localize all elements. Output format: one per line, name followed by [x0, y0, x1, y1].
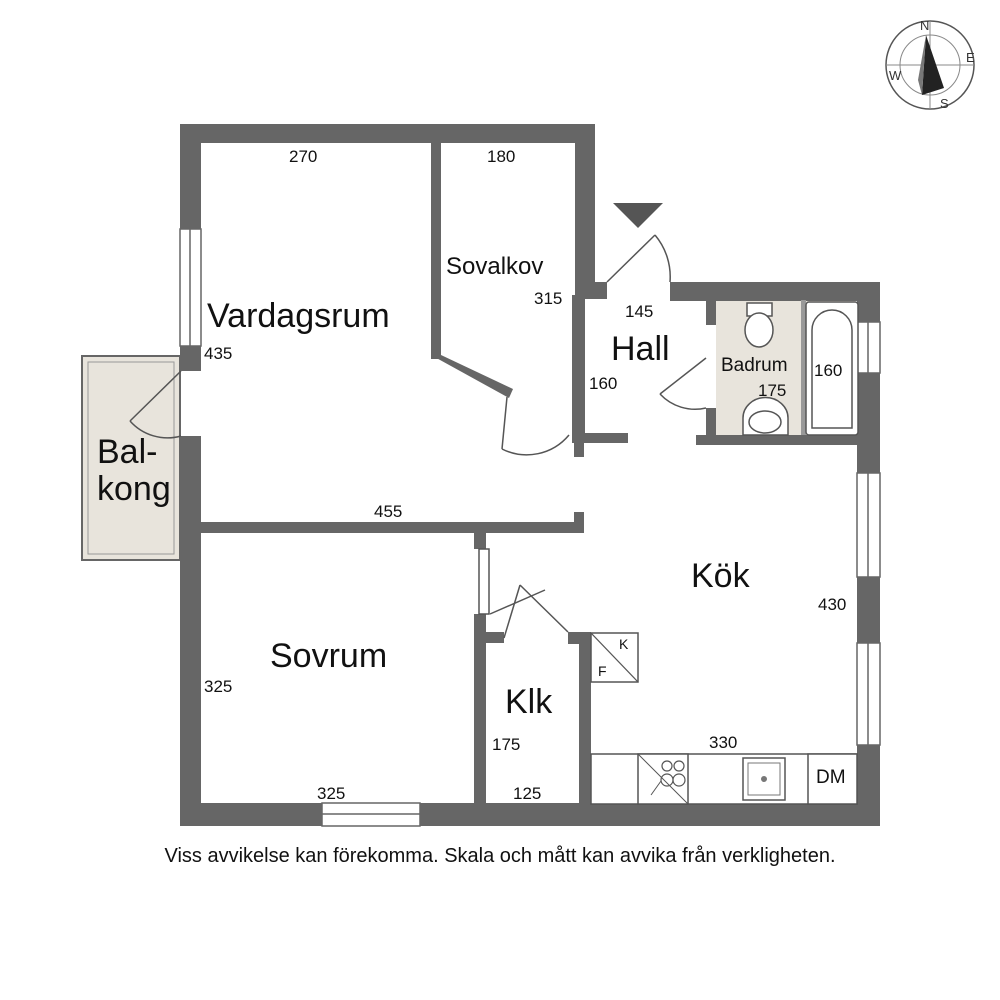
- entrance-arrow-icon: [613, 203, 663, 228]
- freezer-label: F: [598, 663, 607, 679]
- room-label-vardagsrum: Vardagsrum: [207, 297, 390, 335]
- windows: [179, 228, 881, 827]
- dim-vardagsrum-height: 435: [204, 344, 232, 363]
- dim-hall-height: 160: [589, 374, 617, 393]
- bathtub-icon: [805, 301, 859, 436]
- fridge-label: K: [619, 636, 629, 652]
- compass-n-label: N: [920, 18, 929, 33]
- doors: [129, 234, 707, 639]
- fridge-freezer: K F: [590, 632, 639, 683]
- dim-kok-width: 330: [709, 733, 737, 752]
- room-label-balkong-1: Bal-: [97, 433, 157, 471]
- room-label-badrum: Badrum: [721, 355, 788, 376]
- dim-klk-width: 125: [513, 784, 541, 803]
- dim-vardagsrum-bottom: 455: [374, 502, 402, 521]
- washbasin-icon: [742, 396, 789, 436]
- dim-sovrum-height: 325: [204, 677, 232, 696]
- dim-sovrum-width: 325: [317, 784, 345, 803]
- balcony: [81, 355, 181, 561]
- room-label-kok: Kök: [691, 557, 751, 595]
- compass-s-label: S: [940, 96, 949, 111]
- compass-rose-icon: N E S W: [885, 18, 975, 111]
- dim-badrum-width: 175: [758, 381, 786, 400]
- dim-sovalkov-height: 315: [534, 289, 562, 308]
- compass-e-label: E: [966, 50, 975, 65]
- walls: [180, 124, 880, 826]
- room-label-hall: Hall: [611, 330, 670, 368]
- dishwasher-label: DM: [816, 767, 846, 788]
- room-label-klk: Klk: [505, 683, 553, 721]
- dim-sovalkov-width: 180: [487, 147, 515, 166]
- dim-klk-height: 175: [492, 735, 520, 754]
- dim-vardagsrum-width: 270: [289, 147, 317, 166]
- disclaimer-text: Viss avvikelse kan förekomma. Skala och …: [164, 845, 836, 867]
- kitchen-counter: DM: [590, 753, 858, 805]
- dim-badrum-height: 160: [814, 361, 842, 380]
- dim-kok-height: 430: [818, 595, 846, 614]
- toilet-icon: [744, 302, 774, 348]
- compass-w-label: W: [889, 68, 902, 83]
- room-label-sovrum: Sovrum: [270, 637, 387, 675]
- stove-icon: [660, 760, 686, 787]
- sink-icon: [761, 776, 767, 782]
- room-label-balkong-2: kong: [97, 470, 171, 508]
- room-label-sovalkov: Sovalkov: [446, 253, 543, 280]
- dim-hall-width: 145: [625, 302, 653, 321]
